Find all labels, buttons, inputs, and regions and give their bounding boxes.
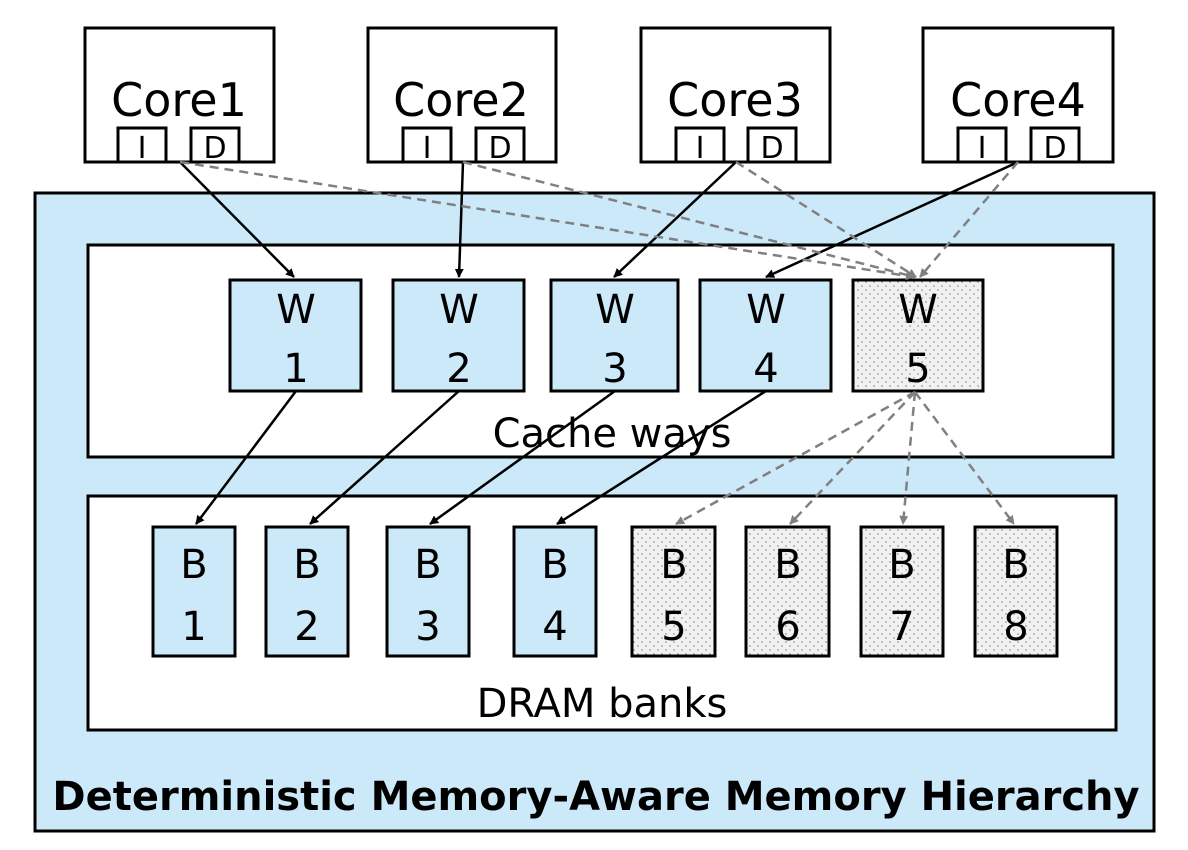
bank-2-num: 2	[294, 604, 319, 650]
arrow-core3-way3	[613, 161, 737, 278]
cache-ways-label: Cache ways	[493, 411, 732, 457]
bank-1-top: B	[180, 542, 207, 588]
core-4-d-label: D	[1043, 131, 1066, 166]
bank-5-box	[630, 525, 717, 658]
bank-2-box	[264, 525, 350, 658]
way-2: W 2	[391, 278, 526, 393]
way-3: W 3	[549, 278, 680, 393]
core-1: Core1 I D	[83, 26, 276, 166]
core-1-i-cache	[116, 126, 168, 164]
bank-4-num: 4	[542, 604, 567, 650]
bank-5-num: 5	[661, 604, 686, 650]
way-1-top: W	[276, 287, 316, 333]
arrow-way4-bank4	[556, 389, 767, 526]
core-1-label: Core1	[111, 73, 247, 127]
way-3-num: 3	[602, 346, 627, 392]
way-5-num: 5	[905, 346, 930, 392]
core-3-d-label: D	[760, 131, 783, 166]
arrow-core3-way5	[735, 160, 917, 279]
bank-4-top: B	[541, 542, 568, 588]
arrow-core4-way5	[919, 161, 1019, 278]
bank-2: B 2	[264, 525, 350, 658]
way-4-top: W	[746, 287, 786, 333]
bank-5-shared: B 5	[630, 525, 717, 658]
dram-banks-label: DRAM banks	[477, 681, 728, 727]
core-2-i-cache	[401, 126, 453, 164]
core-3-d-cache	[746, 126, 798, 164]
bank-4-box	[512, 525, 598, 658]
core-4-i-label: I	[978, 131, 987, 166]
core-4: Core4 I D	[921, 26, 1115, 166]
bank-1-num: 1	[181, 604, 206, 650]
way-4-num: 4	[753, 346, 778, 392]
bank-3-top: B	[414, 542, 441, 588]
core-2: Core2 I D	[366, 26, 558, 166]
solid-arrows	[179, 160, 1019, 526]
arrow-way3-bank3	[429, 389, 616, 526]
arrow-core4-way4	[765, 160, 1019, 279]
arrow-core1-way5	[179, 160, 915, 281]
hierarchy-title: Deterministic Memory-Aware Memory Hierar…	[52, 774, 1139, 820]
way-2-top: W	[439, 287, 479, 333]
arrow-way5-bank6	[789, 391, 916, 525]
bank-7-top: B	[888, 542, 915, 588]
bank-6-num: 6	[775, 604, 800, 650]
bank-8-num: 8	[1003, 604, 1028, 650]
bank-3-box	[385, 525, 471, 658]
way-1-num: 1	[283, 346, 308, 392]
core-2-label: Core2	[393, 73, 529, 127]
arrow-core2-way5	[462, 160, 916, 280]
dashed-arrows	[179, 160, 1019, 526]
bank-6-box	[744, 525, 831, 658]
bank-1: B 1	[151, 525, 237, 658]
arrow-core2-way2	[454, 161, 465, 278]
way-2-num: 2	[446, 346, 471, 392]
bank-8-box	[973, 525, 1059, 658]
arrow-way5-bank7	[899, 391, 917, 525]
core-3: Core3 I D	[639, 26, 832, 166]
core-3-i-cache	[674, 126, 726, 164]
bank-4: B 4	[512, 525, 598, 658]
core-1-i-label: I	[138, 131, 147, 166]
core-3-label: Core3	[667, 73, 803, 127]
way-1-box	[228, 278, 363, 393]
way-2-box	[391, 278, 526, 393]
way-3-top: W	[595, 287, 635, 333]
arrow-way2-bank2	[309, 390, 460, 525]
arrow-way5-bank8	[914, 391, 1015, 525]
bank-8-shared: B 8	[973, 525, 1059, 658]
core-4-i-cache	[956, 126, 1008, 164]
way-4: W 4	[698, 278, 833, 393]
way-3-box	[549, 278, 680, 393]
bank-7-shared: B 7	[859, 525, 945, 658]
way-5-box	[851, 278, 985, 393]
bank-8-top: B	[1002, 542, 1029, 588]
core-4-d-cache	[1029, 126, 1081, 164]
bank-2-top: B	[293, 542, 320, 588]
bank-6-top: B	[774, 542, 801, 588]
bank-7-num: 7	[889, 604, 914, 650]
core-2-d-cache	[474, 126, 526, 164]
core-1-d-cache	[189, 126, 241, 164]
arrow-way1-bank1	[195, 390, 297, 525]
bank-3: B 3	[385, 525, 471, 658]
way-4-box	[698, 278, 833, 393]
bank-5-top: B	[660, 542, 687, 588]
bank-3-num: 3	[415, 604, 440, 650]
arrow-core1-way1	[179, 161, 295, 278]
bank-6-shared: B 6	[744, 525, 831, 658]
way-5-top: W	[898, 287, 938, 333]
bank-1-box	[151, 525, 237, 658]
core-3-box	[639, 26, 832, 164]
core-1-d-label: D	[203, 131, 226, 166]
core-2-i-label: I	[423, 131, 432, 166]
bank-7-box	[859, 525, 945, 658]
way-1: W 1	[228, 278, 363, 393]
core-3-i-label: I	[696, 131, 705, 166]
core-4-label: Core4	[950, 73, 1086, 127]
core-2-d-label: D	[488, 131, 511, 166]
way-5-shared: W 5	[851, 278, 985, 393]
arrow-way5-bank5	[675, 390, 916, 526]
